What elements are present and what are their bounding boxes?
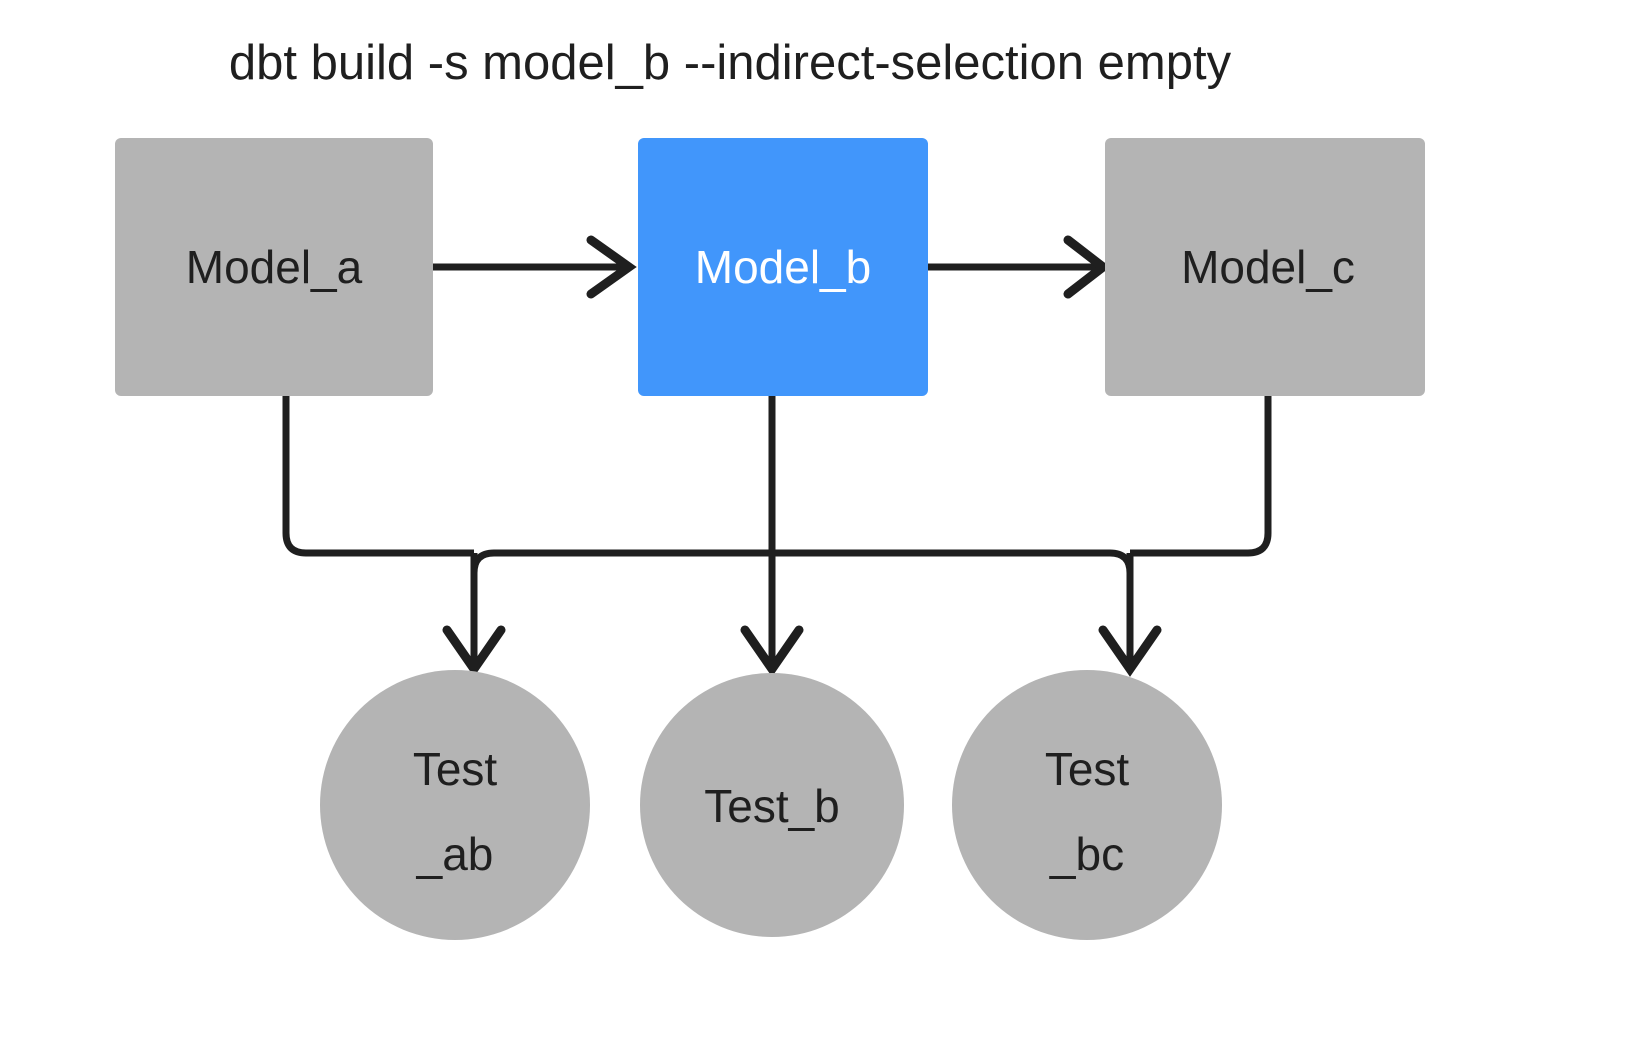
node-model_c[interactable]: Model_c xyxy=(1105,138,1425,396)
node-model_b[interactable]: Model_b xyxy=(638,138,928,396)
edge-line-model_c-to-bus xyxy=(1130,396,1272,557)
node-label-test_ab-line1: Test xyxy=(413,743,498,795)
node-shape-model_a[interactable] xyxy=(115,138,433,396)
node-label-model_a: Model_a xyxy=(186,241,363,293)
node-label-model_b: Model_b xyxy=(695,241,871,293)
edge-to-test_bc xyxy=(1098,553,1162,677)
arrowhead-icon-test_bc xyxy=(1098,625,1162,677)
node-label-test_b-line1: Test_b xyxy=(704,780,840,832)
node-label-model_c: Model_c xyxy=(1181,241,1355,293)
node-shape-test_bc[interactable] xyxy=(952,670,1222,940)
node-label-test_bc-line1: Test xyxy=(1045,743,1130,795)
node-model_a[interactable]: Model_a xyxy=(115,138,433,396)
edge-line-model_b-to-test_ab-bus xyxy=(470,549,772,574)
node-shape-model_c[interactable] xyxy=(1105,138,1425,396)
node-shape-model_b[interactable] xyxy=(638,138,928,396)
node-shape-test_b[interactable] xyxy=(640,673,904,937)
node-test_ab[interactable]: Test _ab xyxy=(320,670,590,940)
arrowhead-icon-test_ab xyxy=(442,625,506,677)
edge-model_a-to-model_b xyxy=(433,235,637,299)
node-shape-test_ab[interactable] xyxy=(320,670,590,940)
node-label-test_bc-line2: _bc xyxy=(1049,828,1124,880)
arrowhead-icon-model_b-model_c xyxy=(1063,235,1111,299)
arrowhead-icon-model_a-model_b xyxy=(586,235,637,299)
edge-line-model_b-to-test_bc-bus xyxy=(772,549,1134,574)
node-test_bc[interactable]: Test _bc xyxy=(952,670,1222,940)
edge-model_b-to-test_b xyxy=(740,396,804,677)
node-label-test_ab-line2: _ab xyxy=(416,828,494,880)
edge-model_b-to-model_c xyxy=(928,235,1111,299)
edge-line-model_a-to-bus xyxy=(282,396,474,557)
diagram-title: dbt build -s model_b --indirect-selectio… xyxy=(229,36,1232,90)
node-test_b[interactable]: Test_b xyxy=(640,673,904,937)
edge-to-test_ab xyxy=(442,553,506,677)
arrowhead-icon-test_b xyxy=(740,625,804,677)
